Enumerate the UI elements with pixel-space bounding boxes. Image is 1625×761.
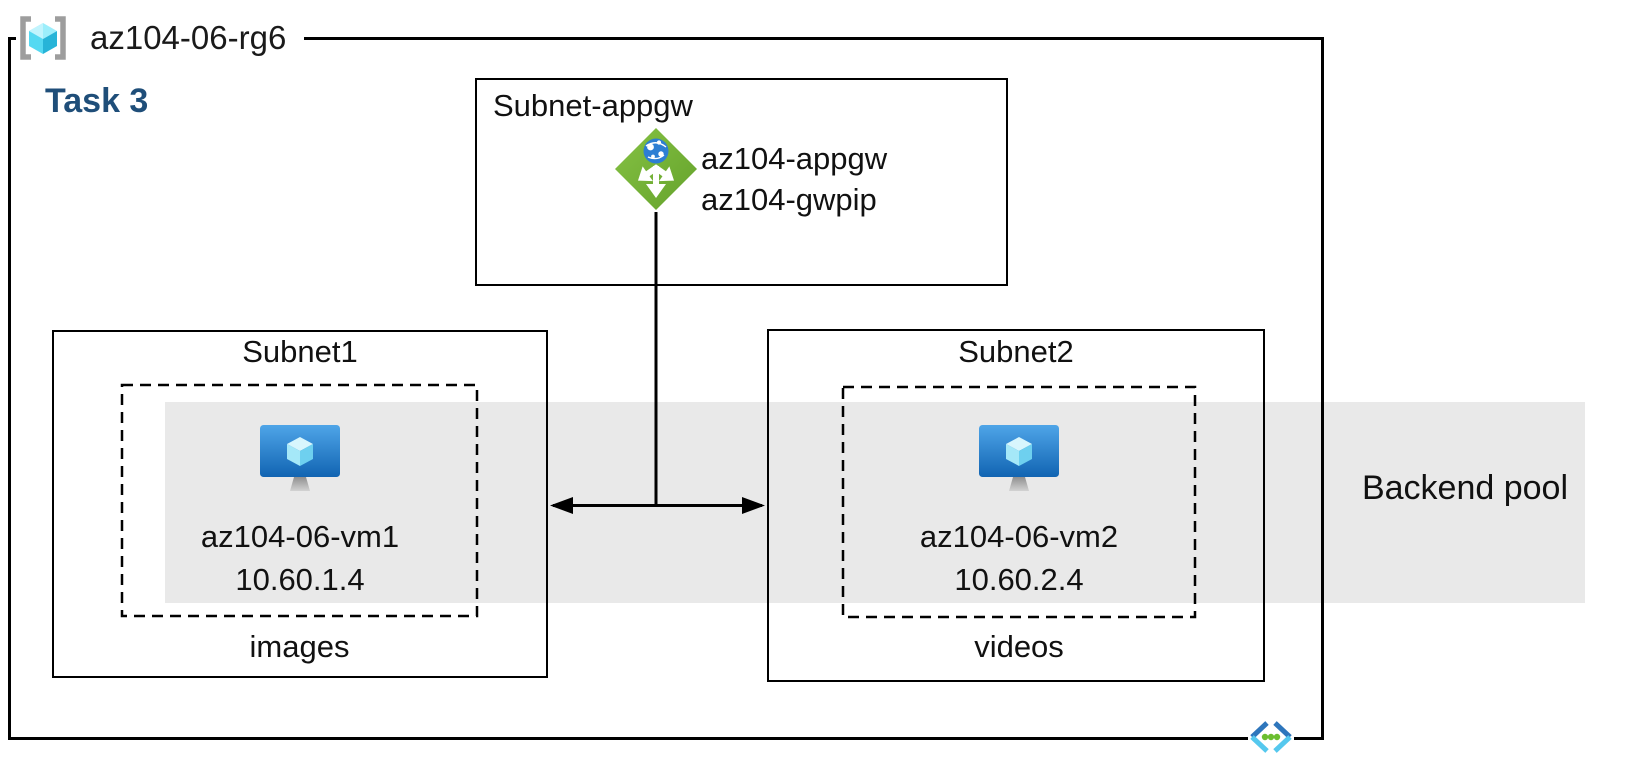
subnet1-box (52, 330, 548, 678)
virtual-machine-icon (260, 425, 340, 491)
appgw-labels: az104-appgw az104-gwpip (701, 138, 887, 220)
virtual-network-icon (1248, 721, 1294, 753)
backend-pool-band (165, 402, 1585, 603)
subnet1-caption: images (249, 629, 350, 664)
resource-group-icon (20, 16, 66, 60)
vm2-info: az104-06-vm2 10.60.2.4 (844, 515, 1194, 601)
subnet2-label: Subnet2 (958, 334, 1074, 369)
arrowhead-right-icon (742, 497, 765, 514)
subnet2-dashed-boundary (841, 385, 1197, 619)
resource-group-name: az104-06-rg6 (90, 19, 287, 56)
virtual-machine-icon (979, 425, 1059, 491)
appgw-name: az104-appgw (701, 141, 888, 176)
vm2-ip: 10.60.2.4 (954, 562, 1084, 597)
subnet2-box (767, 329, 1265, 682)
appgw-subnet-label: Subnet-appgw (493, 88, 693, 123)
application-gateway-icon (615, 128, 697, 210)
vm1-name: az104-06-vm1 (200, 519, 400, 554)
subnet1-label: Subnet1 (242, 334, 358, 369)
resource-group-box (8, 37, 1324, 740)
task-label: Task 3 (45, 82, 149, 120)
vm2-name: az104-06-vm2 (919, 519, 1119, 554)
subnet1-dashed-boundary (120, 383, 479, 618)
appgw-public-ip-name: az104-gwpip (701, 182, 877, 217)
backend-pool-label: Backend pool (1361, 469, 1569, 507)
vm1-ip: 10.60.1.4 (235, 562, 365, 597)
vm1-info: az104-06-vm1 10.60.1.4 (125, 515, 475, 601)
resource-group-header: az104-06-rg6 (16, 12, 305, 64)
appgw-subnet-box (475, 78, 1008, 286)
subnet2-caption: videos (974, 629, 1064, 664)
arrowhead-left-icon (550, 497, 573, 514)
